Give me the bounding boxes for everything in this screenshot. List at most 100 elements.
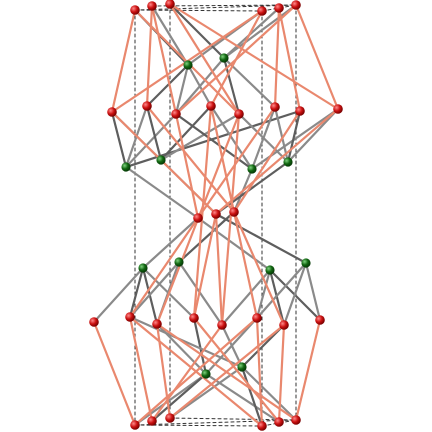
bond-gray [240, 365, 264, 428]
bond-gray [110, 110, 128, 169]
bond-salmon [273, 6, 281, 109]
bond-salmon [232, 109, 302, 214]
bond-salmon [128, 216, 200, 319]
bond-salmon [168, 2, 241, 116]
oxygen-atom [234, 109, 244, 119]
bond-salmon [145, 104, 236, 214]
bond-salmon [277, 6, 302, 113]
metal-atom [156, 155, 166, 165]
bond-salmon [128, 315, 264, 428]
bond-gray [237, 112, 290, 164]
oxygen-atom [229, 207, 239, 217]
bond-salmon [150, 4, 178, 116]
metal-atom [219, 53, 229, 63]
oxygen-atom [147, 1, 157, 11]
bond-salmon [214, 212, 224, 327]
bond-gray [174, 56, 226, 116]
oxygen-atom [189, 313, 199, 323]
cell-edge [261, 4, 297, 12]
metal-atom [183, 60, 193, 70]
bond-gray [177, 260, 224, 327]
bond-salmon [196, 105, 277, 220]
bond-gray [255, 268, 272, 320]
bond-gray [250, 107, 340, 171]
oxygen-atom [165, 413, 175, 423]
bond-gray [128, 266, 145, 319]
bond-gray [282, 261, 308, 327]
bond-gray [304, 261, 322, 322]
bond-salmon [232, 210, 286, 327]
bond-gray [286, 109, 302, 164]
oxygen-atom [89, 317, 99, 327]
oxygen-atom [252, 313, 262, 323]
oxygen-atom [274, 3, 284, 13]
bond-gray [268, 268, 286, 327]
metal-atom [174, 257, 184, 267]
oxygen-atom [147, 416, 157, 426]
cell-edge [134, 424, 263, 427]
metal-atom [265, 265, 275, 275]
bond-gray [177, 210, 236, 264]
bond-gray [128, 260, 181, 319]
metal-atom [121, 162, 131, 172]
bond-gray [209, 104, 254, 171]
bonds [92, 2, 340, 428]
oxygen-atom [125, 312, 135, 322]
bond-salmon [220, 112, 241, 327]
oxygen-atom [211, 209, 221, 219]
oxygen-atom [270, 102, 280, 112]
bond-gray [286, 107, 340, 164]
cell-edge [261, 419, 297, 427]
bond-gray [240, 365, 298, 422]
oxygen-atom [130, 5, 140, 15]
metal-atom [247, 164, 257, 174]
metal-atom [201, 369, 211, 379]
bond-salmon [192, 316, 281, 424]
oxygen-atom [165, 0, 175, 9]
bond-salmon [128, 315, 154, 423]
bond-gray [255, 261, 308, 320]
bond-salmon [214, 107, 340, 216]
oxygen-atom [152, 319, 162, 329]
bond-salmon [92, 320, 137, 427]
oxygen-atom [279, 320, 289, 330]
bond-salmon [168, 323, 286, 420]
bond-gray [159, 104, 213, 162]
oxygen-atom [291, 0, 301, 10]
metal-atom [138, 263, 148, 273]
bond-gray [145, 104, 163, 162]
oxygen-atom [257, 421, 267, 431]
oxygen-atom [171, 109, 181, 119]
oxygen-atom [295, 106, 305, 116]
bond-gray [145, 63, 190, 108]
bond-gray [141, 216, 200, 270]
oxygen-atom [217, 320, 227, 330]
bond-salmon [150, 323, 224, 423]
bond-salmon [192, 212, 218, 320]
bond-gray [222, 6, 281, 60]
metal-atom [283, 157, 293, 167]
bond-gray [150, 4, 190, 67]
bond-gray [220, 268, 272, 327]
bond-salmon [294, 318, 322, 422]
bond-gray [124, 165, 200, 220]
bond-salmon [277, 323, 286, 424]
bond-salmon [174, 3, 298, 116]
bond-gray [220, 323, 244, 369]
oxygen-atom [315, 315, 325, 325]
bond-salmon [255, 316, 264, 428]
bond-gray [204, 372, 281, 424]
metal-atom [301, 258, 311, 268]
bond-salmon [294, 3, 340, 111]
oxygen-atom [107, 107, 117, 117]
cell-edge [134, 4, 297, 11]
bond-gray [150, 372, 208, 423]
bond-salmon [174, 112, 200, 220]
metal-atom [237, 362, 247, 372]
atoms [89, 0, 343, 431]
oxygen-atom [206, 101, 216, 111]
cell-edge [151, 4, 297, 7]
oxygen-atom [274, 417, 284, 427]
oxygen-atom [130, 420, 140, 430]
